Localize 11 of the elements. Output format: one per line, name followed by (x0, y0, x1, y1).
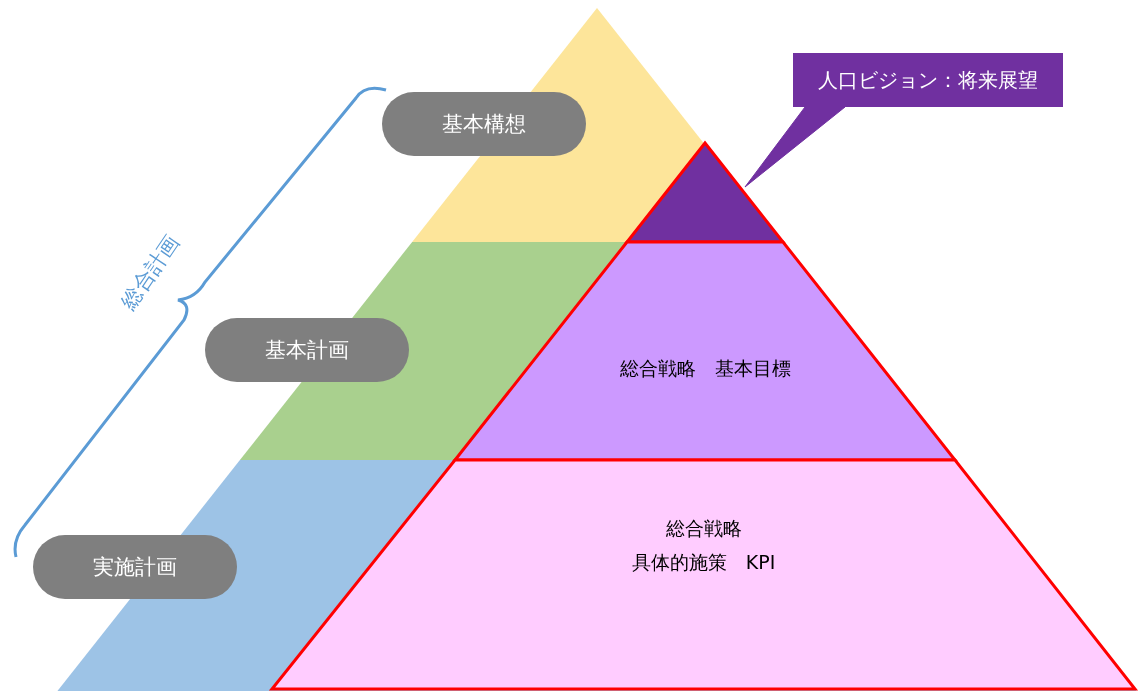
tier-label: 具体的施策 KPI (630, 550, 777, 575)
callout-box: 人口ビジョン：将来展望 (793, 53, 1063, 107)
stage-pill: 基本構想 (382, 92, 586, 156)
stage-pill: 基本計画 (205, 318, 409, 382)
bracket-label: 総合計画 (115, 229, 185, 315)
pyramid-tier (272, 460, 1135, 689)
stage-pill: 実施計画 (33, 535, 237, 599)
pyramid-tip (627, 143, 783, 242)
tier-label: 総合戦略 (664, 516, 743, 541)
callout-pointer (744, 106, 846, 188)
tier-label: 総合戦略 基本目標 (618, 356, 792, 381)
